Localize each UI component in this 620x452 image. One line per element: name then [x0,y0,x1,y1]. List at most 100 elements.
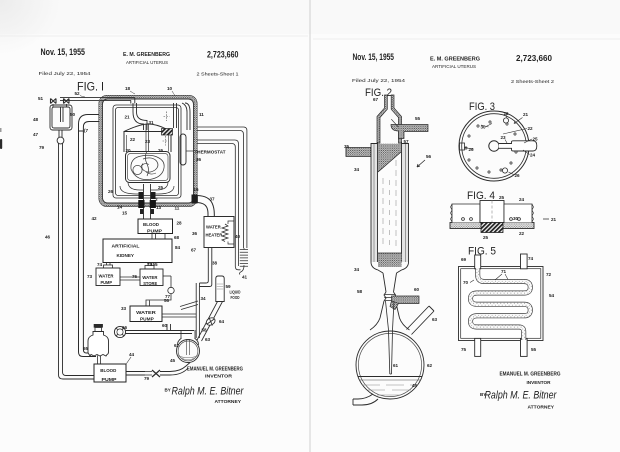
svg-text:62: 62 [427,363,433,368]
svg-text:75: 75 [461,347,467,352]
svg-text:Filed July 22, 1954: Filed July 22, 1954 [352,78,406,83]
svg-text:11: 11 [175,206,180,211]
svg-text:THERMOSTAT: THERMOSTAT [195,150,226,155]
svg-text:(7: (7 [84,128,89,133]
svg-text:48: 48 [33,117,39,122]
svg-text:40: 40 [235,234,241,239]
svg-text:Filed July 22, 1954: Filed July 22, 1954 [39,71,91,77]
svg-text:62: 62 [174,343,180,348]
svg-text:47: 47 [33,132,39,137]
svg-text:2 Sheets-Sheet 2: 2 Sheets-Sheet 2 [511,79,554,84]
svg-text:35: 35 [344,144,350,149]
svg-text:63: 63 [205,337,211,342]
svg-text:BLOOD: BLOOD [100,368,117,373]
svg-text:2,723,660: 2,723,660 [516,53,552,63]
svg-text:ARTIFICIAL UTERUS: ARTIFICIAL UTERUS [432,64,476,69]
svg-text:14: 14 [117,205,123,210]
svg-text:WATER: WATER [206,224,221,229]
svg-text:45: 45 [170,358,176,363]
svg-text:55: 55 [153,262,159,267]
svg-text:42: 42 [92,216,98,221]
svg-text:25: 25 [158,185,164,190]
svg-text:58: 58 [357,289,363,294]
svg-text:67: 67 [373,97,379,102]
svg-text:22: 22 [519,231,525,236]
svg-text:37: 37 [210,197,216,202]
svg-text:10: 10 [167,86,173,91]
svg-text:45: 45 [412,383,418,388]
svg-text:34: 34 [201,296,207,301]
svg-text:34: 34 [354,267,360,272]
svg-text:56: 56 [426,154,432,159]
svg-text:FIG. 4: FIG. 4 [467,190,495,202]
svg-text:ARTIFICIAL: ARTIFICIAL [112,244,140,250]
svg-text:74: 74 [97,262,103,267]
svg-text:PUMP: PUMP [101,280,113,285]
svg-text:KIDNEY: KIDNEY [117,253,135,259]
svg-text:21: 21 [125,115,131,120]
svg-text:25: 25 [499,195,505,200]
svg-text:FIG. 3: FIG. 3 [469,101,495,113]
svg-text:24: 24 [530,153,536,158]
svg-text:EMANUEL M. GREENBERG: EMANUEL M. GREENBERG [500,372,561,378]
svg-text:73: 73 [87,274,93,279]
svg-text:24: 24 [519,197,525,202]
svg-text:Nov. 15, 1955: Nov. 15, 1955 [41,47,86,58]
svg-text:FOOD: FOOD [231,295,240,300]
svg-text:30: 30 [513,216,519,221]
svg-text:18: 18 [125,86,131,91]
svg-text:28: 28 [177,221,183,226]
svg-text:55: 55 [531,347,537,352]
svg-text:ATTORNEY: ATTORNEY [215,399,242,405]
svg-text:36: 36 [192,231,198,236]
svg-text:WATER: WATER [99,274,114,279]
svg-text:ATTORNEY: ATTORNEY [528,405,555,411]
svg-text:38: 38 [212,261,218,266]
svg-text:11: 11 [199,112,204,117]
svg-text:BLOOD: BLOOD [143,222,159,228]
svg-text:67: 67 [191,248,197,253]
svg-text:72: 72 [546,272,552,277]
svg-text:13: 13 [156,205,162,210]
svg-text:61: 61 [393,363,399,368]
svg-text:64: 64 [219,319,225,324]
svg-text:36: 36 [196,157,202,162]
svg-text:52: 52 [75,91,81,96]
svg-text:25: 25 [483,235,489,240]
svg-text:75: 75 [147,262,153,267]
svg-text:23: 23 [501,135,507,140]
svg-text:34: 34 [354,167,360,172]
svg-text:63: 63 [432,317,438,322]
svg-text:EMANUEL M. GREENBERG: EMANUEL M. GREENBERG [187,367,243,373]
svg-text:76: 76 [132,274,138,279]
svg-text:41: 41 [242,275,248,280]
svg-text:44: 44 [129,352,135,357]
svg-text:Ralph M. E. Bitner: Ralph M. E. Bitner [485,390,558,402]
svg-text:51: 51 [38,96,44,101]
svg-text:WATER: WATER [136,310,157,315]
svg-text:66: 66 [122,325,128,330]
svg-text:58: 58 [202,328,208,333]
svg-text:E. M. GREENBERG: E. M. GREENBERG [123,52,170,58]
svg-text:25: 25 [533,137,539,142]
svg-text:70: 70 [463,280,469,285]
svg-text:26: 26 [504,111,510,116]
svg-text:23: 23 [145,139,151,144]
svg-text:FIG. 5: FIG. 5 [468,246,496,258]
svg-text:84: 84 [175,245,181,250]
svg-text:WATER: WATER [142,275,157,280]
svg-text:26: 26 [469,147,475,152]
svg-text:HEATER: HEATER [206,233,223,238]
svg-text:PUMP: PUMP [147,228,163,234]
svg-text:PUMP: PUMP [102,377,117,382]
svg-text:79: 79 [144,376,150,381]
svg-text:BY: BY [165,388,171,393]
svg-text:26: 26 [108,189,114,194]
svg-text:59: 59 [226,284,232,289]
svg-text:2 Sheets-Sheet 1: 2 Sheets-Sheet 1 [197,72,239,78]
svg-text:2: 2 [155,197,158,202]
svg-text:65: 65 [83,346,89,351]
svg-text:74: 74 [528,256,534,261]
svg-text:BY: BY [480,392,486,397]
svg-text:LIQUID: LIQUID [230,290,241,295]
